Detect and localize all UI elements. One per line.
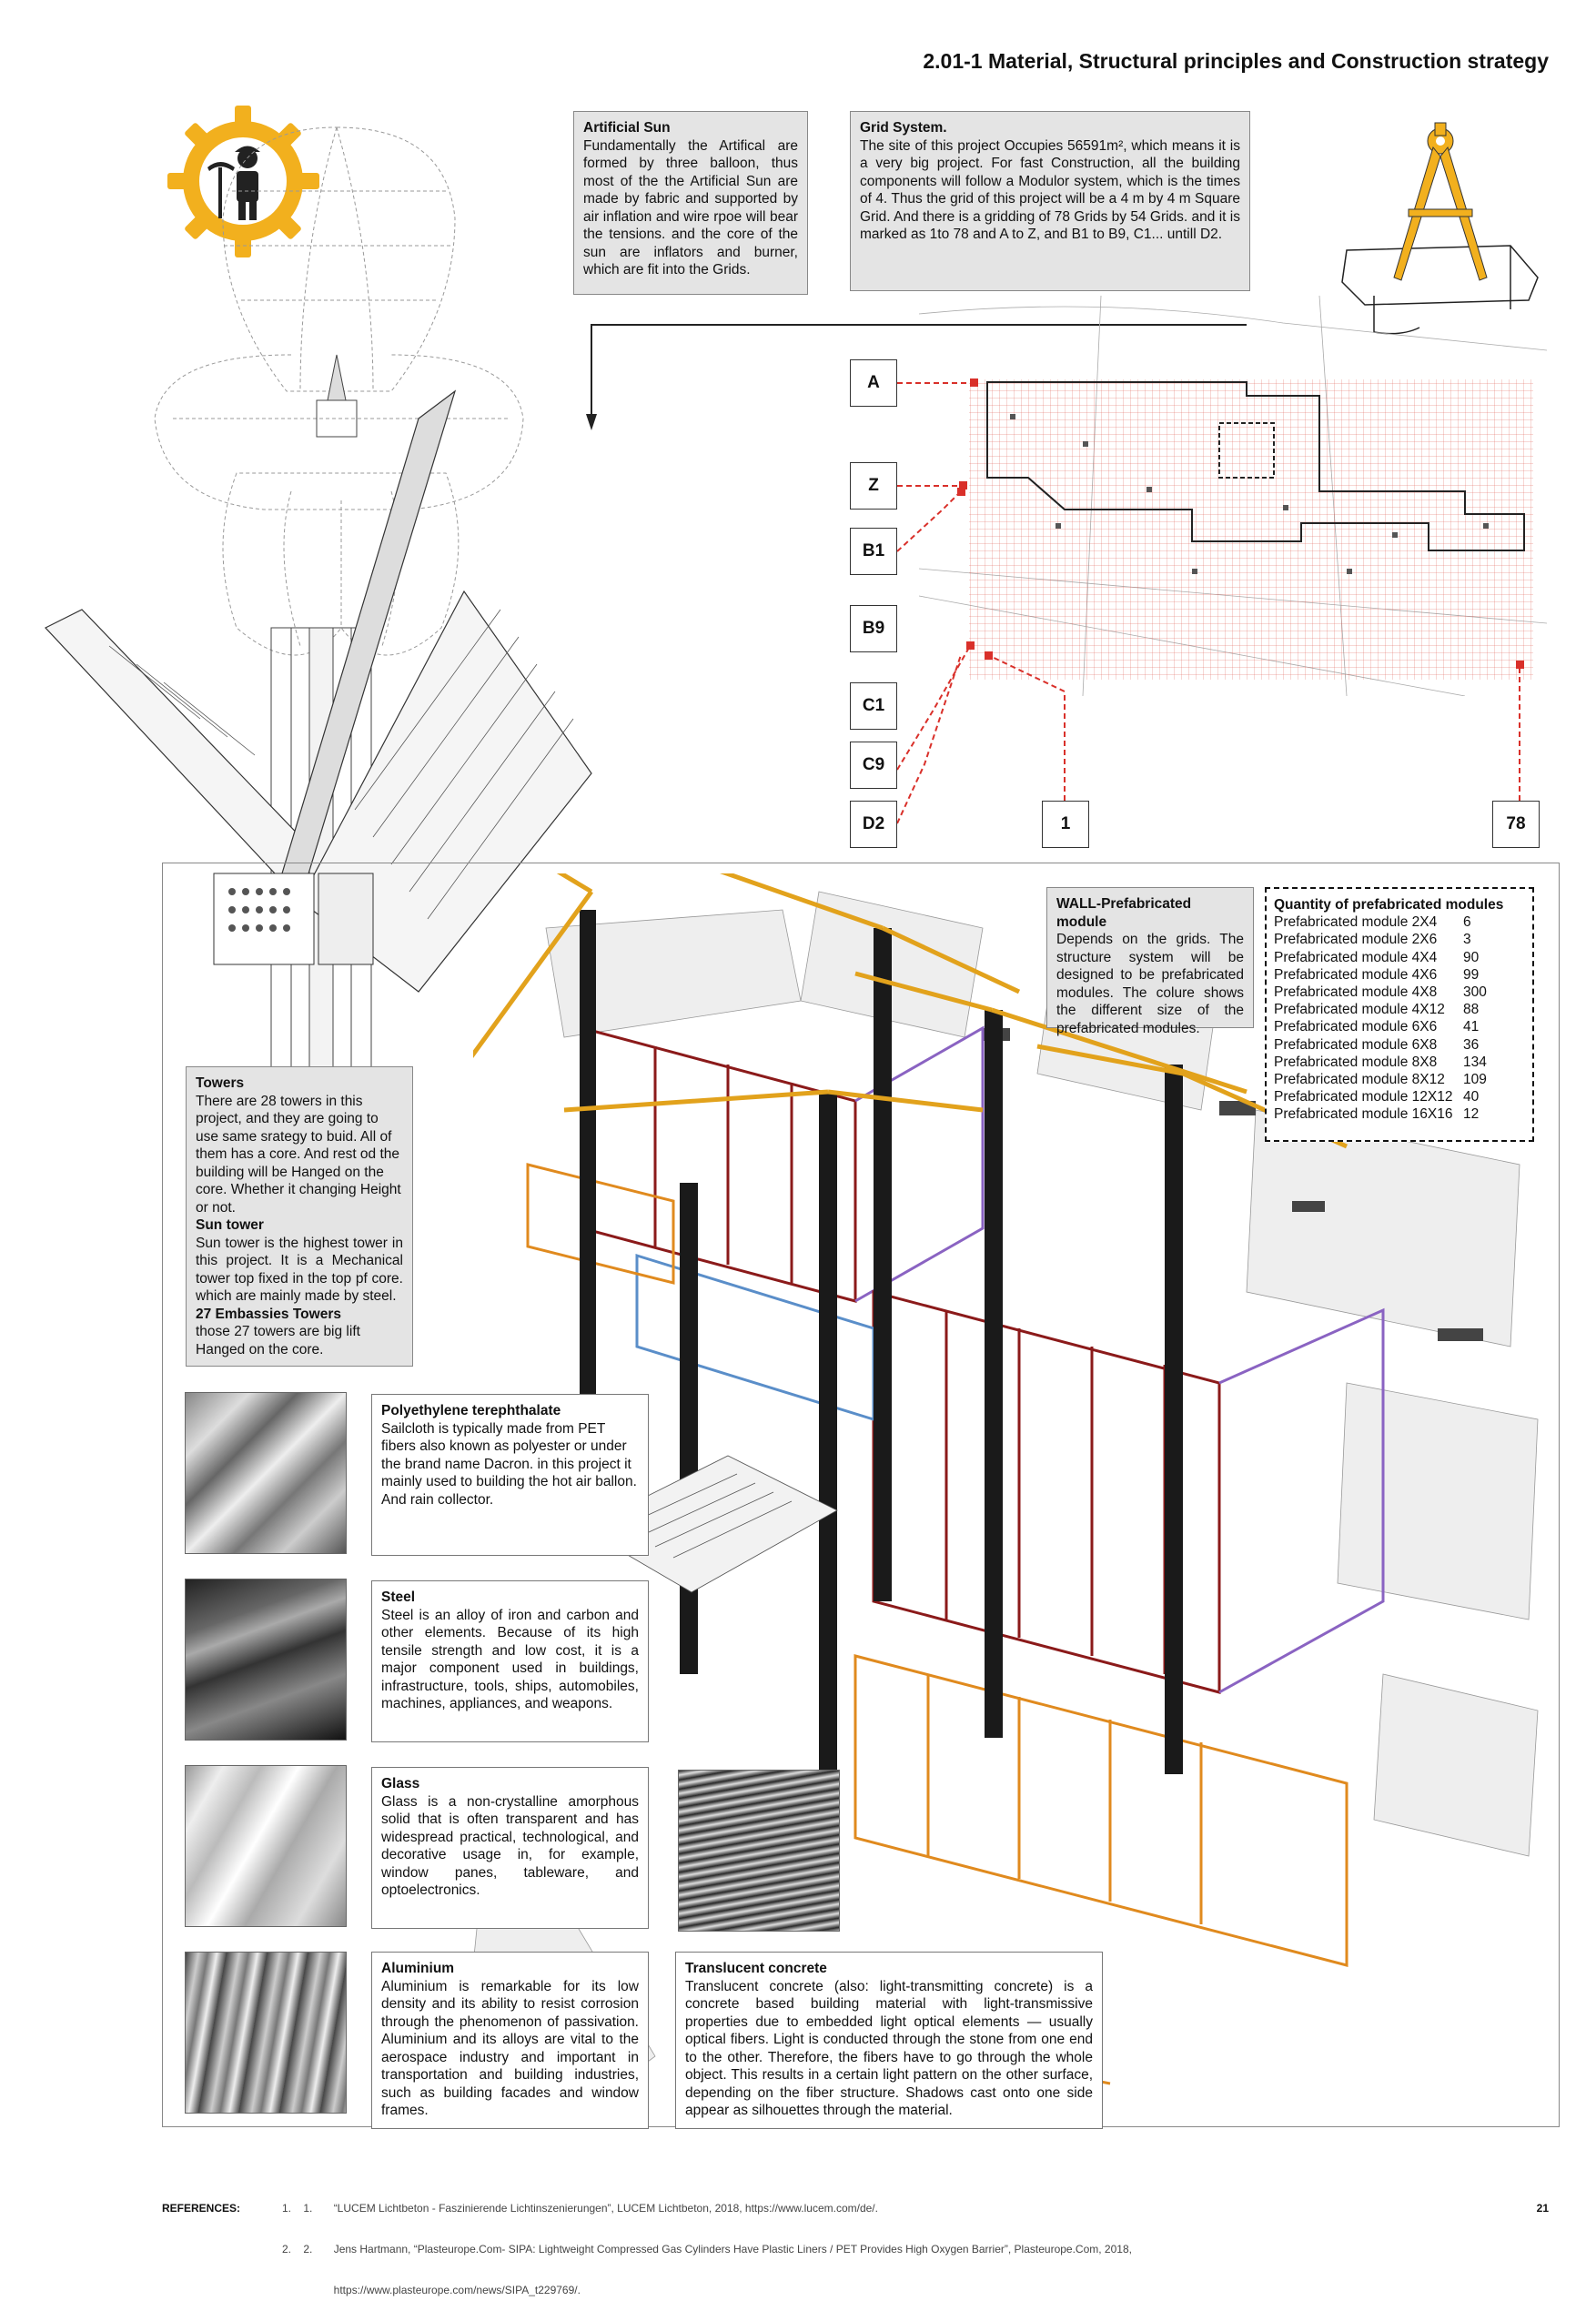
page-number: 21	[1536, 2202, 1549, 2215]
quantity-row: Prefabricated module 6X6 41	[1274, 1018, 1525, 1035]
grid-number-1: 1	[1042, 801, 1089, 848]
module-count: 134	[1463, 1054, 1487, 1070]
module-count: 12	[1463, 1106, 1480, 1123]
steel-heading: Steel	[381, 1589, 416, 1605]
quantity-row: Prefabricated module 8X8 134	[1274, 1054, 1525, 1071]
glass-heading: Glass	[381, 1776, 420, 1791]
towers-text: There are 28 towers in this project, and…	[196, 1093, 401, 1216]
glass-box: Glass Glass is a non-crystalline amorpho…	[371, 1767, 649, 1929]
module-name: Prefabricated module 4X4	[1274, 949, 1438, 965]
aluminium-text: Aluminium is remarkable for its low dens…	[381, 1978, 639, 2119]
quantity-row: Prefabricated module 4X4 90	[1274, 949, 1525, 966]
glass-text: Glass is a non-crystalline amorphous sol…	[381, 1793, 639, 1899]
references-list: 1. 1. “LUCEM Lichtbeton - Faszinierende …	[282, 2175, 1132, 2311]
grid-leaders	[897, 378, 1524, 824]
module-name: Prefabricated module 8X12	[1274, 1072, 1445, 1088]
pet-fabric-image	[185, 1392, 347, 1554]
artificial-sun-box: Artificial Sun Fundamentally the Artific…	[573, 111, 808, 295]
towers-box: Towers There are 28 towers in this proje…	[186, 1066, 413, 1367]
grid-system-text: The site of this project Occupies 56591m…	[860, 137, 1240, 243]
compass-icon	[1341, 122, 1539, 335]
module-count: 99	[1463, 966, 1480, 983]
module-name: Prefabricated module 2X6	[1274, 932, 1438, 948]
aluminium-heading: Aluminium	[381, 1961, 455, 1976]
worker-gear-icon	[167, 106, 319, 257]
pet-heading: Polyethylene terephthalate	[381, 1403, 561, 1418]
reference-item: 2. 2. Jens Hartmann, “Plasteurope.Com- S…	[282, 2243, 1132, 2255]
grid-number-78: 78	[1492, 801, 1540, 848]
translucent-concrete-text: Translucent concrete (also: light-transm…	[685, 1978, 1093, 2119]
module-count: 3	[1463, 932, 1471, 948]
grid-label-b9: B9	[850, 605, 897, 652]
grid-system-box: Grid System. The site of this project Oc…	[850, 111, 1250, 291]
module-name: Prefabricated module 4X6	[1274, 966, 1438, 983]
steel-beam-image	[185, 1579, 347, 1741]
module-name: Prefabricated module 8X8	[1274, 1054, 1438, 1070]
module-name: Prefabricated module 6X6	[1274, 1019, 1438, 1035]
embassies-text: those 27 towers are big lift Hanged on t…	[196, 1324, 360, 1357]
grid-label-z: Z	[850, 462, 897, 510]
sun-tower-text: Sun tower is the highest tower in this p…	[196, 1235, 403, 1305]
quantity-row: Prefabricated module 2X4 6	[1274, 913, 1525, 931]
page-title: 2.01-1 Material, Structural principles a…	[923, 49, 1549, 73]
module-name: Prefabricated module 12X12	[1274, 1089, 1453, 1105]
module-name: Prefabricated module 4X8	[1274, 984, 1438, 1001]
grid-label-a: A	[850, 359, 897, 407]
grid-label-c1: C1	[850, 682, 897, 730]
aluminium-box: Aluminium Aluminium is remarkable for it…	[371, 1952, 649, 2129]
module-count: 90	[1463, 949, 1480, 965]
glass-image	[185, 1765, 347, 1927]
wall-module-text: Depends on the grids. The structure syst…	[1056, 932, 1244, 1036]
grid-system-heading: Grid System.	[860, 120, 947, 136]
artificial-sun-arrow	[586, 324, 1247, 430]
wall-module-heading: WALL-Prefabricated module	[1056, 896, 1192, 930]
pet-text: Sailcloth is typically made from PET fib…	[381, 1420, 637, 1508]
module-count: 41	[1463, 1019, 1480, 1035]
module-name: Prefabricated module 6X8	[1274, 1036, 1438, 1053]
reference-item: 1. 1. “LUCEM Lichtbeton - Faszinierende …	[282, 2202, 878, 2215]
quantity-row: Prefabricated module 6X8 36	[1274, 1036, 1525, 1054]
grid-label-b1: B1	[850, 528, 897, 575]
grid-label-c9: C9	[850, 742, 897, 789]
grid-site-plan	[919, 296, 1547, 696]
quantity-row: Prefabricated module 12X12 40	[1274, 1088, 1525, 1105]
references-label: REFERENCES:	[162, 2202, 241, 2215]
aluminium-pipes-image	[185, 1952, 347, 2114]
module-count: 88	[1463, 1002, 1480, 1018]
grid-label-d2: D2	[850, 801, 897, 848]
quantity-row: Prefabricated module 4X6 99	[1274, 966, 1525, 984]
translucent-concrete-heading: Translucent concrete	[685, 1961, 827, 1976]
module-name: Prefabricated module 4X12	[1274, 1002, 1445, 1018]
module-name: Prefabricated module 16X16	[1274, 1106, 1453, 1123]
quantity-row: Prefabricated module 8X12 109	[1274, 1071, 1525, 1088]
module-count: 36	[1463, 1036, 1480, 1053]
artificial-sun-heading: Artificial Sun	[583, 120, 671, 136]
quantity-row: Prefabricated module 4X8 300	[1274, 984, 1525, 1001]
pet-box: Polyethylene terephthalate Sailcloth is …	[371, 1394, 649, 1556]
steel-box: Steel Steel is an alloy of iron and carb…	[371, 1580, 649, 1742]
artificial-sun-drawing	[45, 126, 592, 1165]
towers-heading: Towers	[196, 1075, 245, 1091]
module-name: Prefabricated module 2X4	[1274, 914, 1438, 931]
embassies-heading: 27 Embassies Towers	[196, 1306, 341, 1322]
steel-text: Steel is an alloy of iron and carbon and…	[381, 1607, 639, 1712]
artificial-sun-text: Fundamentally the Artifical are formed b…	[583, 137, 798, 278]
module-count: 6	[1463, 914, 1471, 931]
module-count: 109	[1463, 1072, 1487, 1088]
translucent-concrete-image	[678, 1770, 840, 1932]
translucent-concrete-box: Translucent concrete Translucent concret…	[675, 1952, 1103, 2129]
quantity-heading: Quantity of prefabricated modules	[1274, 897, 1504, 913]
module-count: 40	[1463, 1089, 1480, 1105]
quantity-row: Prefabricated module 2X6 3	[1274, 931, 1525, 948]
construction-axonometric	[473, 873, 1539, 2112]
module-quantity-table: Quantity of prefabricated modules Prefab…	[1265, 887, 1534, 1142]
sun-tower-heading: Sun tower	[196, 1217, 264, 1233]
wall-module-box: WALL-Prefabricated module Depends on the…	[1046, 887, 1254, 1036]
module-count: 300	[1463, 984, 1487, 1001]
quantity-row: Prefabricated module 4X12 88	[1274, 1001, 1525, 1018]
reference-item: https://www.plasteurope.com/news/SIPA_t2…	[282, 2284, 581, 2296]
quantity-row: Prefabricated module 16X16 12	[1274, 1105, 1525, 1123]
